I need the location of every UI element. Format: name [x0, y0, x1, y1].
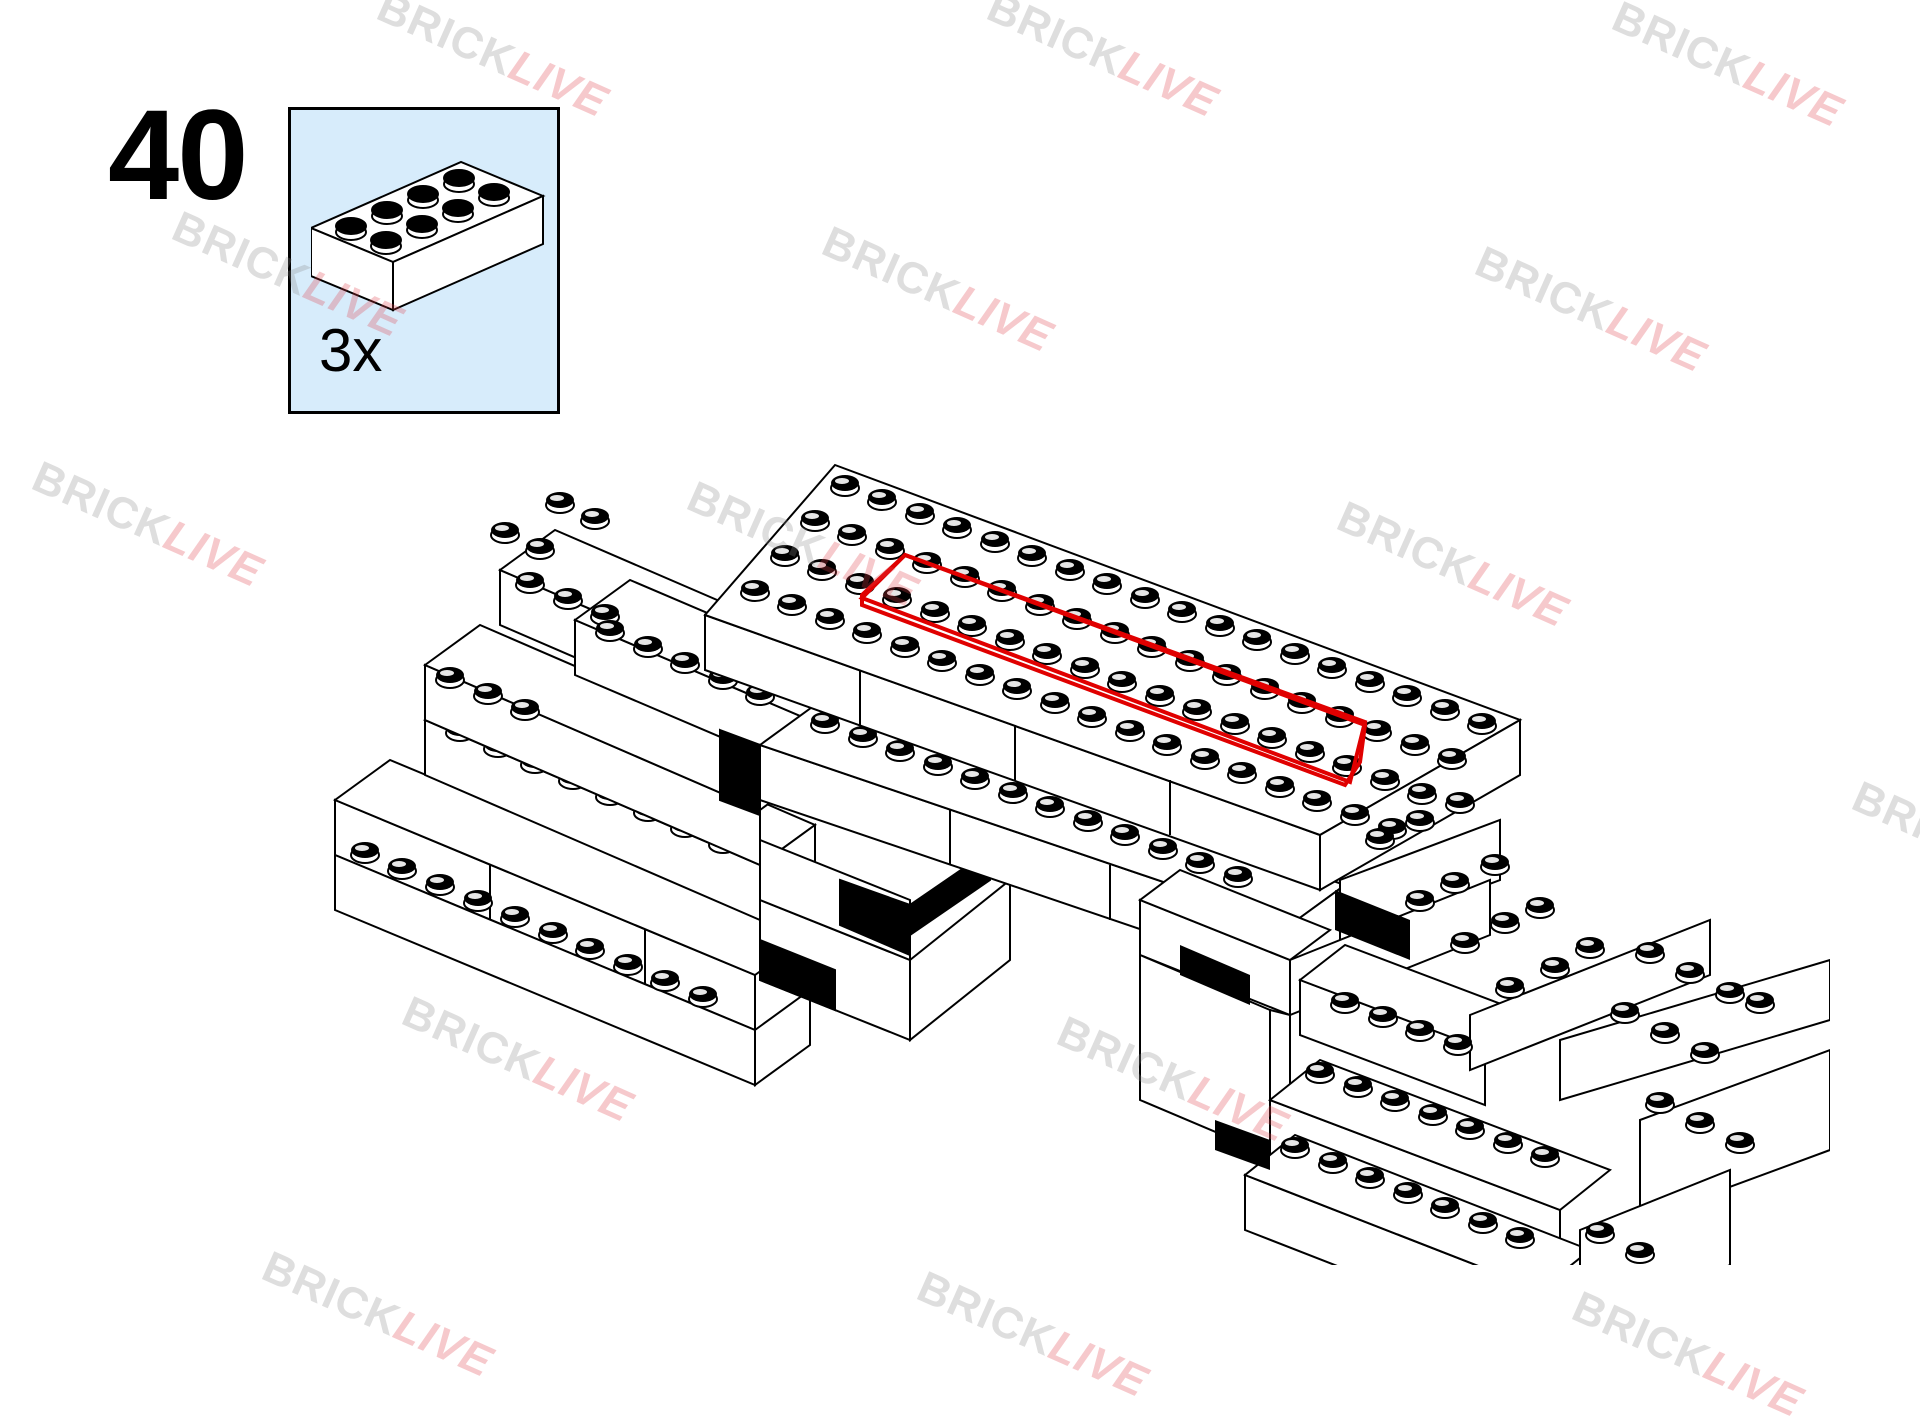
step-number: 40: [108, 84, 248, 227]
left-lower-tier: [332, 758, 813, 1087]
build-illustration: [332, 463, 1831, 1347]
brick-2x4-icon: [311, 160, 546, 312]
parts-callout: 3x: [288, 107, 560, 414]
part-quantity: 3x: [319, 317, 383, 384]
right-black-bricks: [1180, 890, 1410, 1170]
